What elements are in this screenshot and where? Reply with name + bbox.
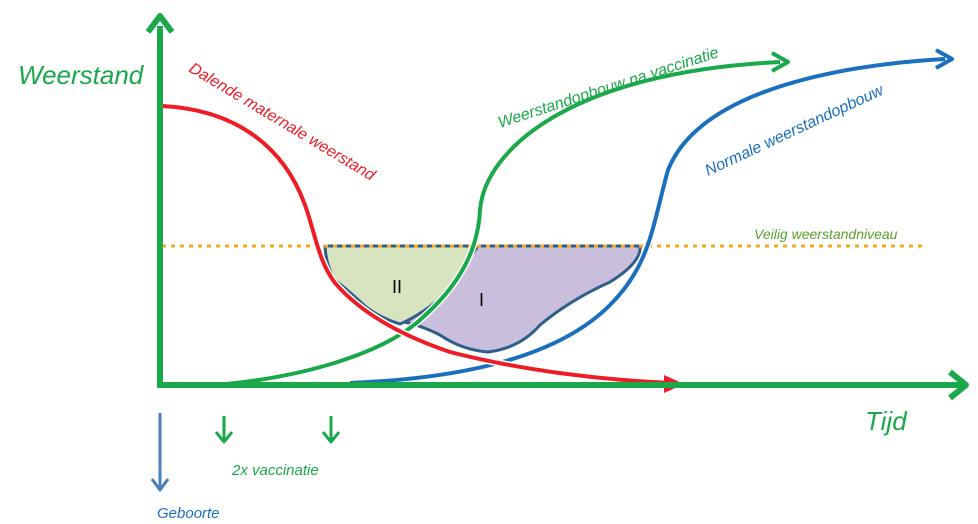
normal-curve-arrowhead bbox=[935, 48, 954, 70]
vaccination-arrowhead-first bbox=[214, 431, 234, 444]
vaccination-curve-arrowhead bbox=[771, 51, 790, 73]
normal-curve-label: Normale weerstandopbouw bbox=[703, 81, 888, 179]
vaccination-curve bbox=[214, 60, 781, 387]
x-axis-arrowhead bbox=[948, 369, 969, 401]
y-axis-label: Weerstand bbox=[18, 60, 145, 90]
y-axis-arrowhead bbox=[145, 13, 175, 34]
vaccination-label: 2x vaccinatie bbox=[231, 462, 319, 479]
vaccination-curve-label: Weerstandopbouw na vaccinatie bbox=[496, 44, 721, 132]
birth-arrowhead bbox=[150, 478, 170, 492]
vaccination-arrowhead-second bbox=[321, 431, 341, 444]
birth-label: Geboorte bbox=[157, 505, 220, 522]
zone-two-label: II bbox=[392, 277, 402, 297]
x-axis-label: Tijd bbox=[865, 406, 908, 436]
maternal-curve bbox=[161, 104, 673, 385]
zone-one-label: I bbox=[479, 290, 484, 310]
safe-level-label: Veilig weerstandniveau bbox=[754, 226, 898, 242]
